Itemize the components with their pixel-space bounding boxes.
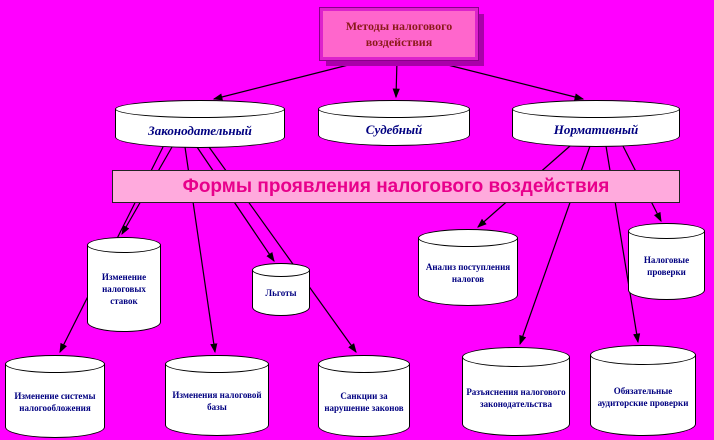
cylinder-label: Санкции за нарушение законов [324,390,404,413]
cylinder-legislative: Законодательный [115,100,285,148]
cylinder-top-ellipse [628,223,705,239]
cylinder-tax-system-change: Изменение системы налогообложения [5,355,105,438]
cylinder-body [628,231,705,300]
cylinder-top-ellipse [5,355,105,373]
cylinder-top-ellipse [115,100,285,118]
cylinder-body [87,245,161,332]
cylinder-top-ellipse [318,100,470,118]
cylinder-top-ellipse [512,100,680,118]
cylinder-top-ellipse [590,345,696,365]
cylinder-body [318,364,410,437]
cylinder-label: Обязательные аудиторские проверки [597,386,689,408]
cylinder-tax-receipts-analysis: Анализ поступления налогов [418,229,518,306]
cylinder-label: Налоговые проверки [643,255,690,277]
cylinder-top-ellipse [318,355,410,373]
cylinder-law-clarifications: Разъяснения налогового законодательства [462,347,570,436]
cylinder-body [252,270,310,316]
root-node-label: Методы налогового воздействия [345,18,453,49]
cylinder-judicial: Судебный [318,100,470,146]
cylinder-benefits: Льготы [252,263,310,316]
cylinder-body [590,355,696,436]
cylinder-top-ellipse [165,355,269,373]
cylinder-tax-audits: Налоговые проверки [628,223,705,300]
arrow-legislative-benefits [196,146,275,262]
arrow-root-judicial [392,59,400,99]
cylinder-tax-base-change: Изменения налоговой базы [165,355,269,436]
cylinder-tax-rate-change: Изменение налоговых ставок [87,237,161,332]
forms-banner-label: Формы проявления налогового воздействия [182,175,610,197]
cylinder-label: Изменения налоговой базы [172,390,262,412]
cylinder-top-ellipse [462,347,570,367]
cylinder-label: Изменение налоговых ставок [101,272,147,306]
cylinder-label: Судебный [365,121,423,137]
cylinder-mandatory-audit: Обязательные аудиторские проверки [590,345,696,436]
cylinder-label: Изменение системы налогообложения [14,391,96,413]
cylinder-sanctions: Санкции за нарушение законов [318,355,410,437]
root-node-tax-influence-methods: Методы налогового воздействия [319,7,479,61]
cylinder-normative: Нормативный [512,100,680,147]
cylinder-body [165,364,269,436]
cylinder-label: Разъяснения налогового законодательства [466,387,566,409]
forms-banner: Формы проявления налогового воздействия [112,170,680,203]
arrow-root-normative [427,59,585,101]
cylinder-label: Нормативный [553,122,639,137]
cylinder-label: Анализ поступления налогов [425,262,511,284]
cylinder-label: Законодательный [148,122,252,138]
cylinder-top-ellipse [418,229,518,247]
cylinder-label: Льготы [265,288,297,299]
cylinder-body [462,357,570,436]
cylinder-top-ellipse [87,237,161,253]
arrow-root-legislative [212,59,369,101]
cylinder-top-ellipse [252,263,310,277]
cylinder-body [5,364,105,438]
cylinder-body [418,238,518,306]
